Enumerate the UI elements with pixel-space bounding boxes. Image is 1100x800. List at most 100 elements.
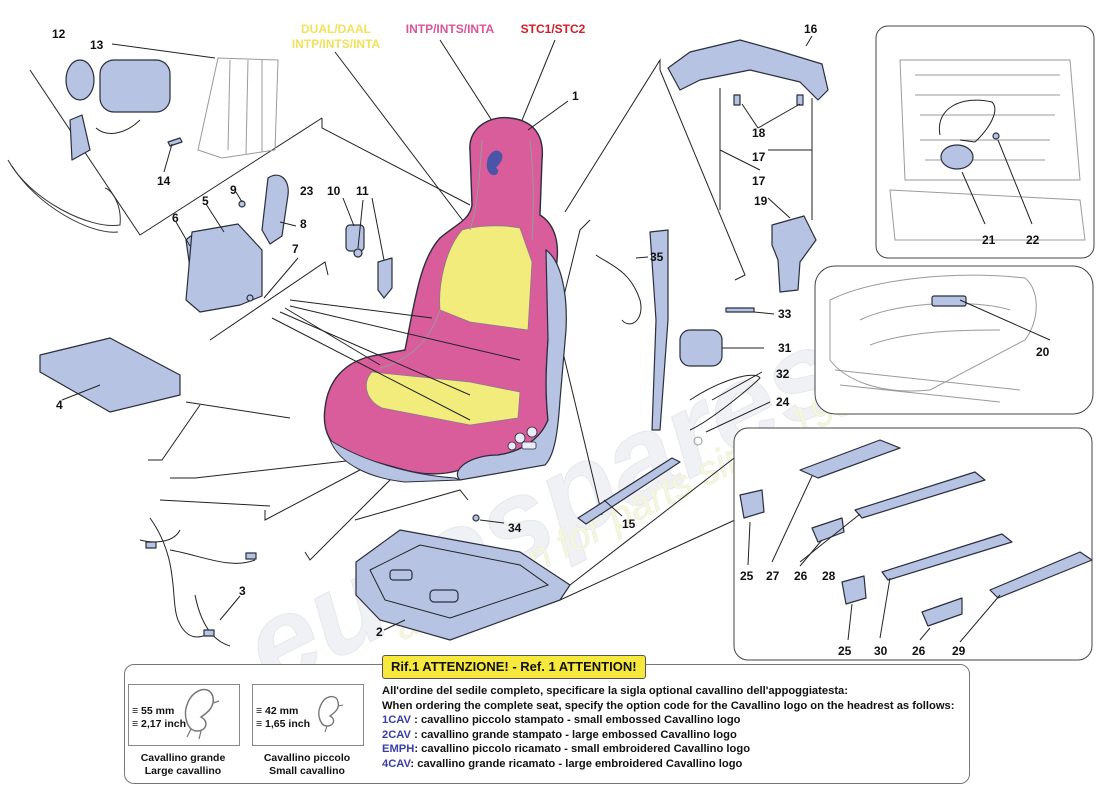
seat-centre-insert-lower [365, 371, 521, 426]
seat-base-side [328, 438, 461, 483]
trim-strip-15 [577, 457, 681, 525]
trim-8 [261, 174, 289, 245]
control-unit-4 [39, 337, 181, 413]
headrest-logo [486, 150, 503, 176]
callout-32: 32 [776, 367, 790, 381]
headrest-frame-panel [197, 57, 279, 159]
callout-25a: 25 [740, 569, 754, 583]
caption-stc-option: STC1/STC2 [521, 22, 586, 36]
callout-33: 33 [778, 307, 792, 321]
callout-26a: 26 [794, 569, 808, 583]
callout-11: 11 [356, 184, 369, 198]
seat-switch-panel [507, 426, 538, 451]
callout-4: 4 [56, 398, 63, 412]
small-cavallino-logo [318, 695, 344, 733]
caption-dual-option: DUAL/DAAL [301, 22, 371, 36]
callout-16: 16 [804, 22, 818, 36]
headrest-bracket-16 [667, 39, 829, 101]
large-logo-box [128, 684, 240, 746]
cover-26a [811, 517, 845, 543]
callout-28: 28 [822, 569, 836, 583]
seat-centre-insert-upper [439, 225, 533, 331]
slide-29 [989, 551, 1093, 599]
notice-line-en: When ordering the complete seat, specify… [382, 699, 955, 712]
callout-30: 30 [874, 644, 888, 658]
large-logo-dim-inch: ≡ 2,17 inch [132, 718, 186, 730]
callout-18: 18 [752, 126, 766, 140]
callout-29: 29 [952, 644, 966, 658]
callout-7: 7 [292, 242, 299, 256]
callout-6: 6 [172, 211, 179, 225]
callout-26b: 26 [912, 644, 926, 658]
seat-stitching [379, 139, 534, 369]
callout-9: 9 [230, 183, 237, 197]
cover-26b [921, 597, 963, 627]
lumbar-pump-21 [938, 99, 996, 170]
cables-17-18 [719, 88, 813, 220]
callout-leaders [61, 35, 1051, 631]
seat-side-panel [456, 248, 567, 481]
seat-leader-lines [271, 299, 521, 421]
belt-latch-11 [377, 257, 393, 299]
screw-7 [246, 294, 254, 302]
callout-5: 5 [202, 194, 209, 208]
caption-intp-option-pink: INTP/INTS/INTA [406, 22, 495, 36]
caption-intp-option-yellow: INTP/INTS/INTA [292, 37, 381, 51]
callout-23: 23 [300, 184, 314, 198]
option-row: EMPH: cavallino piccolo ricamato - small… [382, 743, 751, 756]
slide-30 [881, 533, 1013, 581]
callout-10: 10 [327, 184, 341, 198]
callout-21: 21 [982, 233, 996, 247]
cover-25a [739, 489, 765, 519]
connector-22 [992, 132, 1000, 140]
headrest-motor-assembly [7, 59, 171, 233]
seat-frame-2 [355, 529, 571, 641]
large-cavallino-logo [184, 688, 220, 740]
callout-17a: 17 [752, 150, 766, 164]
guide-lines [29, 39, 761, 601]
notice-title: Rif.1 ATTENZIONE! - Ref. 1 ATTENTION! [382, 655, 646, 679]
callout-25b: 25 [838, 644, 852, 658]
callout-3: 3 [239, 584, 246, 598]
callout-12: 12 [52, 27, 66, 41]
callout-19: 19 [754, 194, 768, 208]
inset-cushion-panel [814, 265, 1094, 415]
slide-28 [854, 471, 986, 519]
callout-14: 14 [157, 174, 171, 188]
callout-13: 13 [90, 38, 104, 52]
callout-labels: 1 2 3 4 5 6 7 8 9 10 11 12 13 14 15 16 1… [52, 22, 1050, 658]
callout-24: 24 [776, 395, 790, 409]
seat-slides [739, 439, 1093, 627]
seat-assembly [323, 116, 567, 483]
callout-20: 20 [1036, 345, 1050, 359]
callout-27: 27 [766, 569, 780, 583]
callout-15: 15 [622, 517, 636, 531]
wiring-harness-3 [139, 517, 257, 647]
inset-slides-panel [733, 427, 1093, 661]
callout-35: 35 [650, 250, 664, 264]
callout-31: 31 [778, 341, 792, 355]
small-logo-dim-inch: ≡ 1,65 inch [256, 718, 310, 730]
clip-23 [353, 248, 363, 258]
screw-9 [238, 200, 246, 208]
inset-lumbar-sketch [889, 59, 1086, 241]
option-row: 4CAV: cavallino grande ricamato - large … [382, 757, 743, 770]
callout-17b: 17 [752, 174, 766, 188]
callout-2: 2 [376, 625, 383, 639]
callout-22: 22 [1026, 233, 1040, 247]
option-row: 1CAV : cavallino piccolo stampato - smal… [382, 714, 741, 727]
callout-8: 8 [300, 217, 307, 231]
buckle-10 [345, 224, 365, 252]
screw-14 [167, 137, 183, 147]
motor-19 [771, 215, 817, 293]
option-row: 2CAV : cavallino grande stampato - large… [382, 728, 737, 741]
small-logo-box [252, 684, 364, 746]
inset-cushion-sketch [829, 274, 1037, 403]
slide-leaders [747, 475, 1001, 643]
large-logo-dim-mm: ≡ 55 mm [132, 705, 175, 717]
heating-pad-20 [931, 295, 967, 307]
inset-lumbar-panel [875, 25, 1095, 259]
